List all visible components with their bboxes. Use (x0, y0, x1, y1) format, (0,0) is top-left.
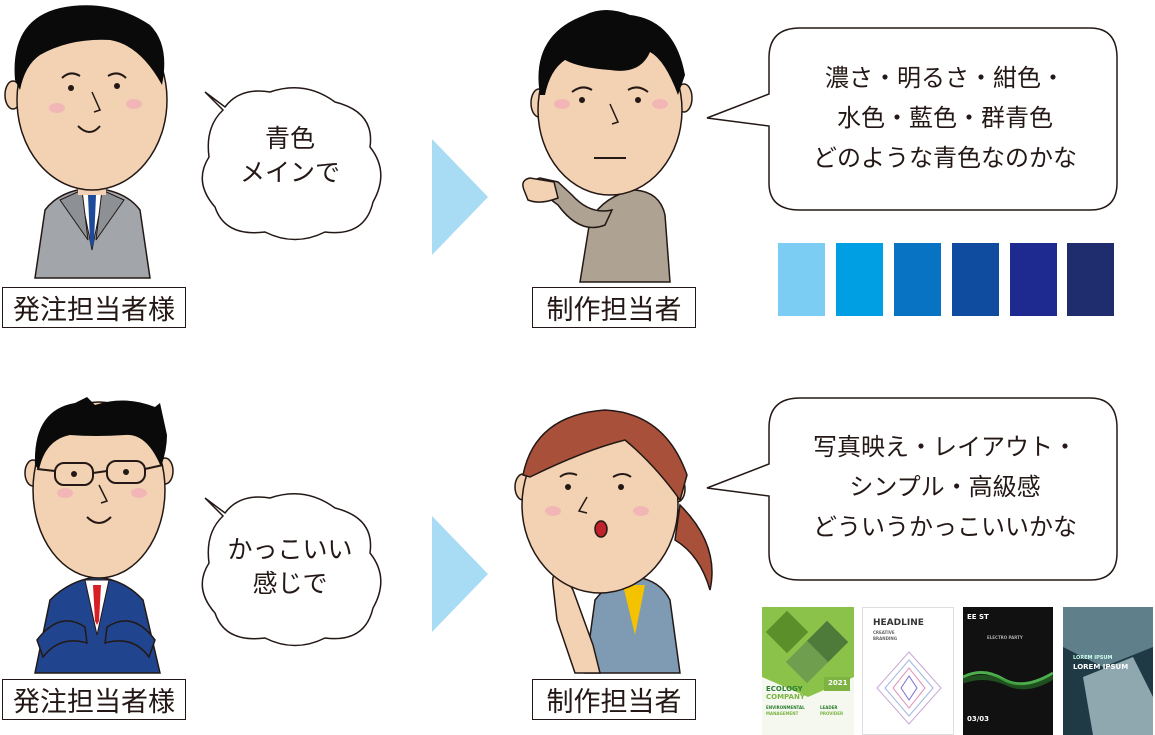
cloud-line: 青色 (264, 124, 315, 153)
swatch-navy (1067, 243, 1114, 316)
poster-text: ENVIRONMENTAL (766, 705, 805, 710)
thought-cloud-1 (201, 87, 382, 241)
client-label-2: 発注担当者様 (2, 679, 186, 720)
swatch-mid-blue (894, 243, 941, 316)
poster-text: 03/03 (967, 715, 990, 723)
bubble-line: どのような青色なのかな (813, 144, 1077, 172)
poster-electro: EE ST ELECTRO PARTY 03/03 (963, 607, 1053, 735)
bubble-line: シンプル・高級感 (849, 473, 1041, 501)
swatch-ultramarine (1010, 243, 1057, 316)
poster-text: ECOLOGY (766, 685, 803, 693)
thought-cloud-2 (201, 493, 382, 647)
client-label-1: 発注担当者様 (2, 287, 186, 328)
poster-headline: HEADLINE CREATIVE BRANDING (862, 607, 954, 735)
bubble-line: どういうかっこいいかな (813, 513, 1077, 541)
speech-bubble-2 (706, 397, 1118, 581)
poster-text: BRANDING (873, 636, 898, 641)
creator-figure-khaki (522, 10, 693, 283)
swatch-dark-blue (952, 243, 999, 316)
arrow-icon (432, 516, 488, 632)
bubble-text-1: 濃さ・明るさ・紺色・ 水色・藍色・群青色 どのような青色なのかな (785, 58, 1105, 178)
swatch-sky-blue (836, 243, 883, 316)
poster-text: EE ST (967, 613, 989, 621)
poster-text: COMPANY (766, 693, 805, 701)
poster-text: 2021 (828, 679, 848, 687)
poster-lorem: LOREM IPSUM LOREM IPSUM (1063, 607, 1153, 735)
creator-label-2: 制作担当者 (532, 679, 696, 720)
cloud-text-1: 青色 メインで (215, 122, 365, 190)
cloud-line: 感じで (252, 569, 328, 598)
cloud-text-2: かっこいい 感じで (215, 533, 365, 601)
poster-text: LEADER (820, 705, 838, 710)
creator-figure-woman (514, 409, 713, 674)
poster-ecology: ECOLOGY COMPANY 2021 ENVIRONMENTAL MANAG… (762, 607, 854, 735)
poster-text: ELECTRO PARTY (987, 635, 1023, 640)
bubble-line: 写真映え・レイアウト・ (813, 433, 1077, 461)
poster-text: PROVIDER (820, 711, 844, 716)
creator-label-1: 制作担当者 (532, 287, 696, 328)
swatch-light-blue (778, 243, 825, 316)
client-figure-navy-suit (24, 397, 174, 674)
poster-text: HEADLINE (873, 618, 924, 628)
poster-text: MANAGEMENT (766, 711, 799, 716)
bubble-line: 濃さ・明るさ・紺色・ (825, 64, 1065, 92)
cloud-line: かっこいい (227, 535, 353, 564)
cloud-line: メインで (239, 158, 340, 187)
bubble-line: 水色・藍色・群青色 (837, 104, 1053, 132)
client-figure-gray-suit (4, 5, 168, 279)
poster-text: CREATIVE (873, 630, 895, 635)
bubble-text-2: 写真映え・レイアウト・ シンプル・高級感 どういうかっこいいかな (785, 427, 1105, 547)
speech-bubble-1 (706, 27, 1118, 211)
poster-text: LOREM IPSUM (1073, 655, 1113, 661)
poster-text: LOREM IPSUM (1073, 663, 1129, 671)
arrow-icon (432, 139, 488, 255)
